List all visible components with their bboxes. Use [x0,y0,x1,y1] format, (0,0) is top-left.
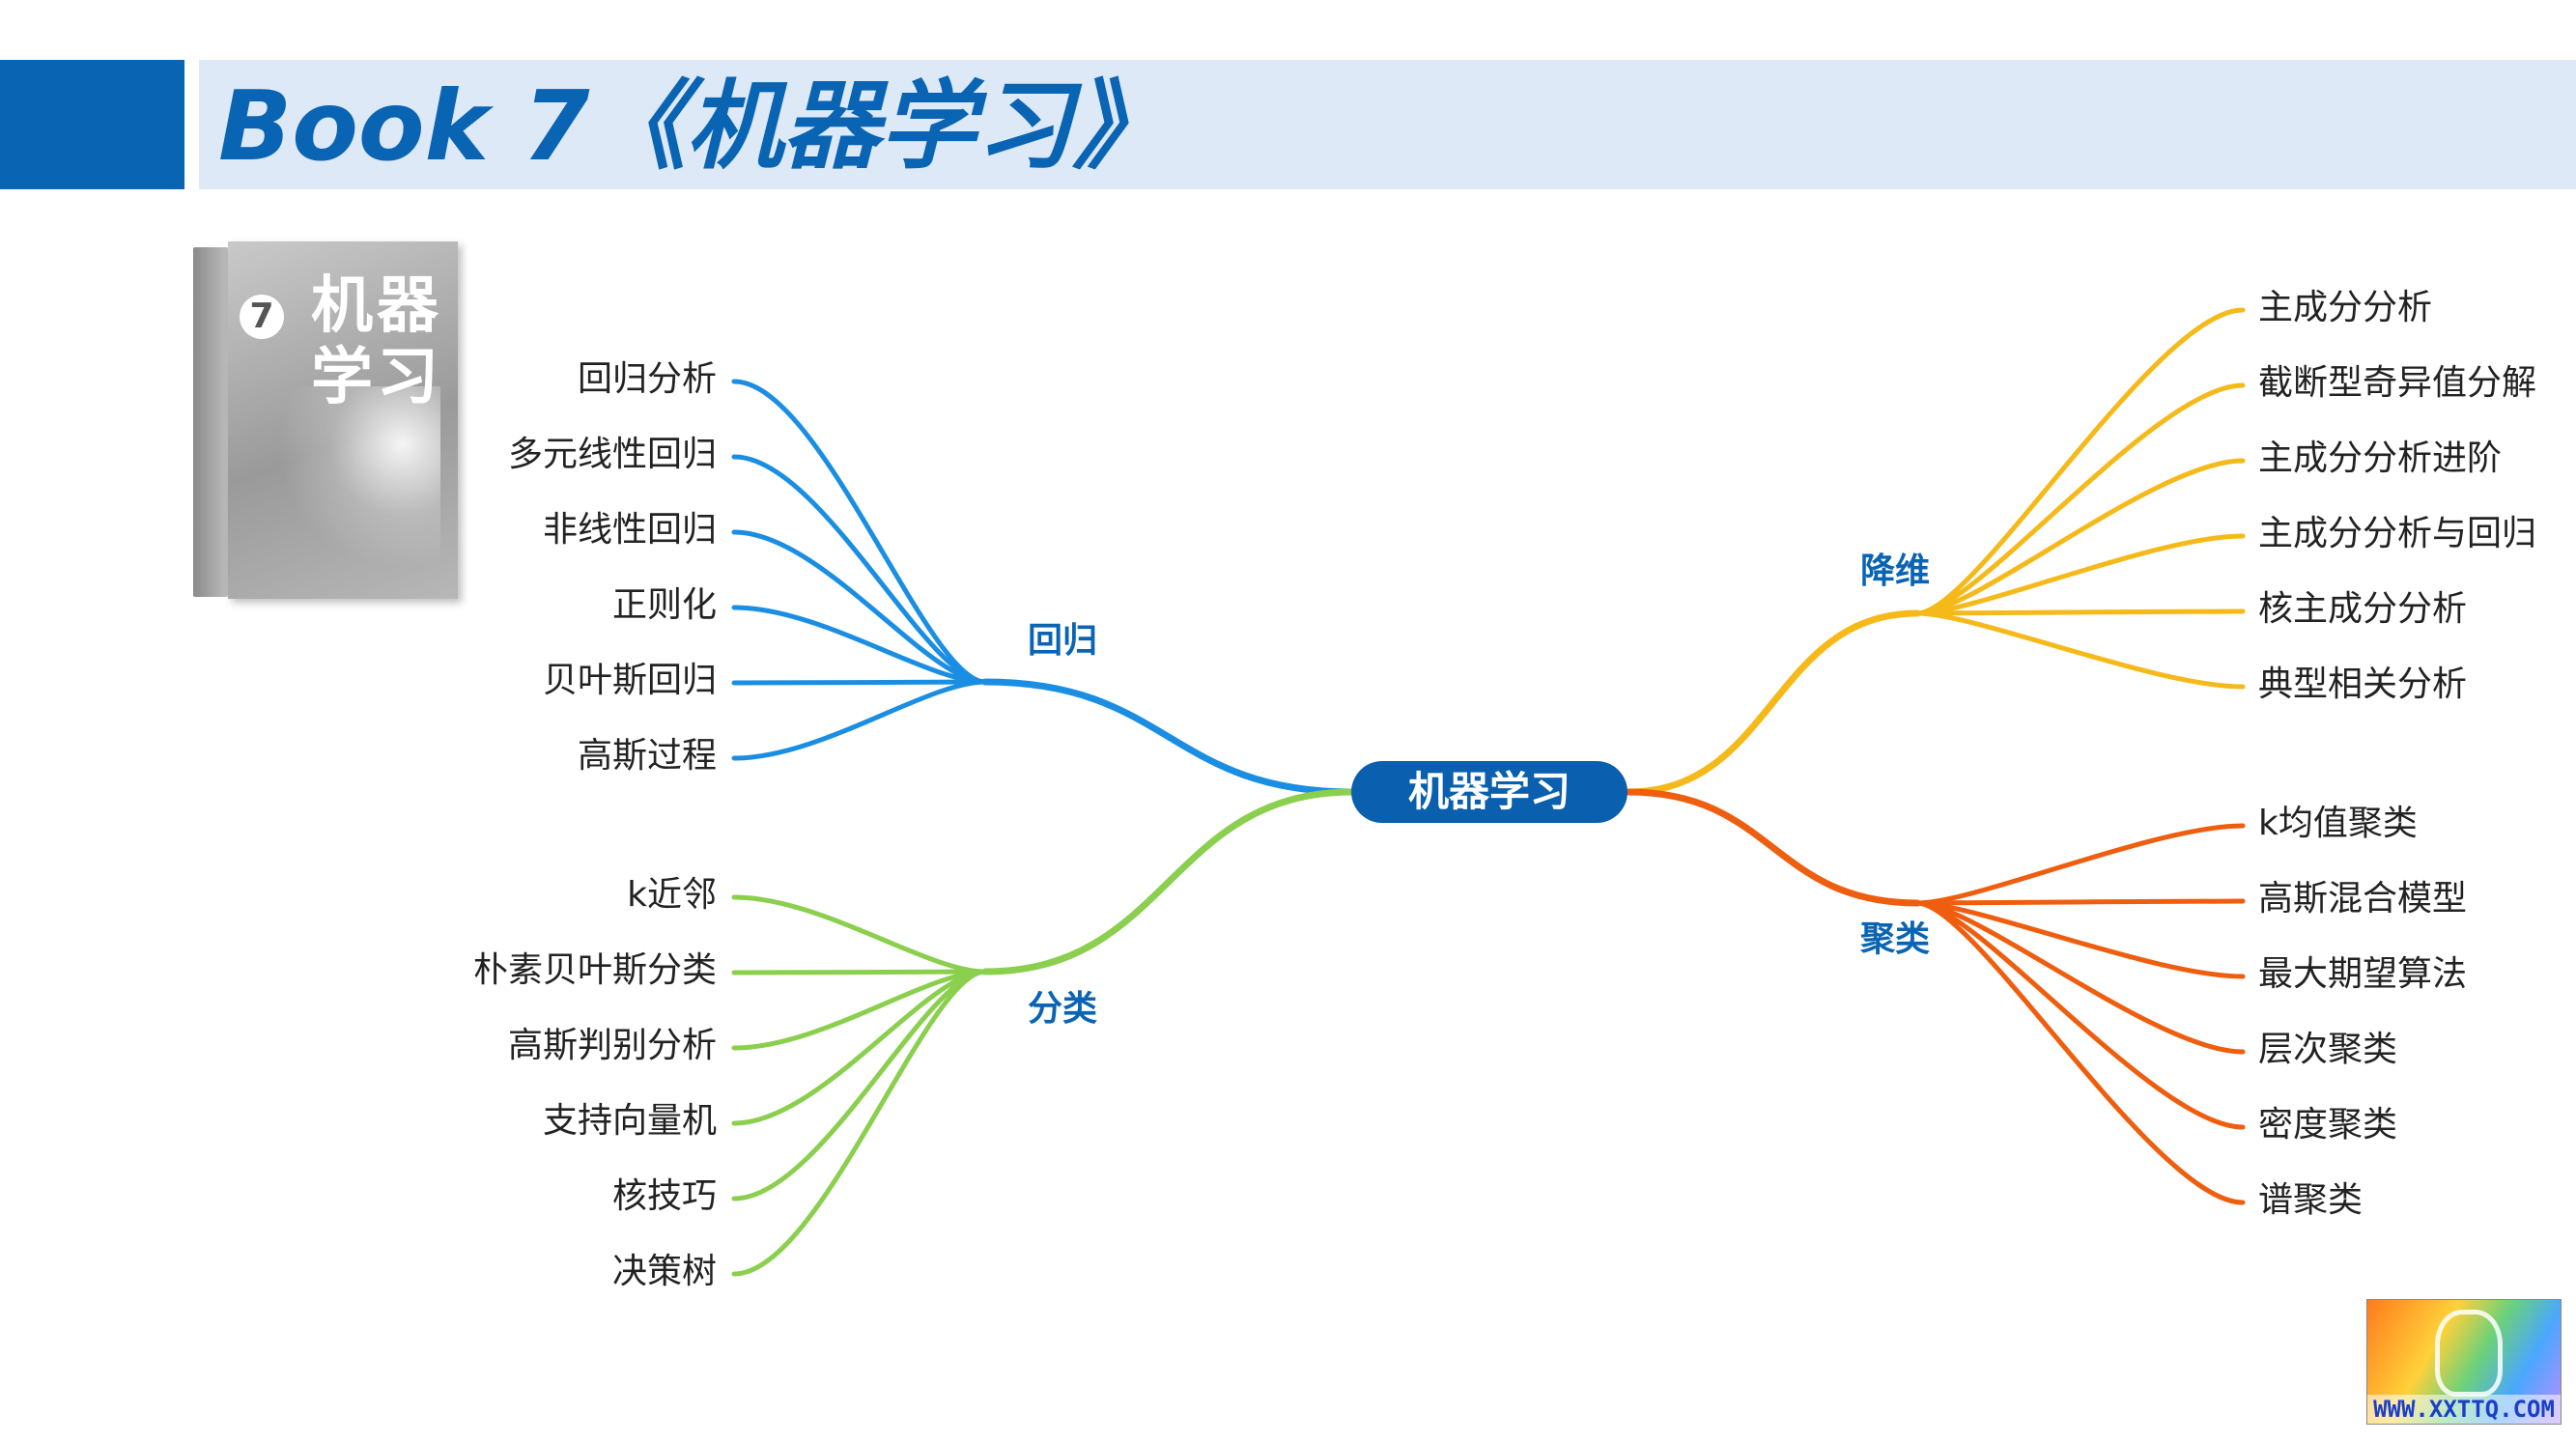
connector-classification-leaf [731,969,988,975]
leaf-classification-item[interactable]: 决策树 [611,1252,717,1291]
connector-dimension_reduction-leaf [1914,533,2246,616]
leaf-dimension_reduction-item[interactable]: 截断型奇异值分解 [2258,363,2537,403]
connector-regression-leaf [731,454,988,685]
mindmap-center-node[interactable]: 机器学习 [1351,761,1628,823]
leaf-regression-item[interactable]: 多元线性回归 [507,435,717,474]
connector-dimension_reduction-leaf [1914,610,2246,690]
connector-regression-leaf [731,679,988,686]
leaf-dimension_reduction-item[interactable]: 主成分分析 [2258,288,2433,327]
leaf-clustering-item[interactable]: 层次聚类 [2258,1030,2398,1069]
leaf-regression-item[interactable]: 回归分析 [577,359,717,399]
leaf-dimension_reduction-item[interactable]: 主成分分析进阶 [2258,438,2503,478]
book-cover-image: 7 机器学习 [193,241,459,599]
leaf-clustering-item[interactable]: 最大期望算法 [2258,954,2468,994]
logo-text: WWW.XXTTQ.COM [2367,1395,2561,1424]
leaf-classification-item[interactable]: k近邻 [627,875,717,915]
book-spine [193,247,228,597]
leaf-regression-item[interactable]: 高斯过程 [577,736,717,776]
iris-flower-icon [2435,1310,2503,1397]
connector-clustering-leaf [1914,900,2246,1205]
connector-dimension_reduction-leaf [1914,608,2246,616]
connector-classification-leaf [731,969,988,1126]
connector-clustering-trunk [1625,788,1921,907]
leaf-regression-item[interactable]: 贝叶斯回归 [542,661,717,700]
connector-dimension_reduction-leaf [1914,458,2246,616]
connector-regression-leaf [731,605,988,685]
connector-dimension_reduction-trunk [1625,609,1921,796]
connector-regression-trunk [981,678,1356,796]
connector-classification-leaf [731,969,988,1051]
connector-clustering-leaf [1914,823,2246,906]
site-logo: WWW.XXTTQ.COM [2366,1299,2562,1425]
connector-clustering-leaf [1914,898,2246,906]
page-title: Book 7《机器学习》 [218,70,1170,183]
connector-regression-leaf [731,679,988,761]
leaf-classification-item[interactable]: 核技巧 [611,1176,717,1216]
leaf-regression-item[interactable]: 正则化 [611,585,717,625]
connector-classification-trunk [981,788,1356,975]
connector-classification-leaf [731,969,988,1277]
leaf-dimension_reduction-item[interactable]: 典型相关分析 [2258,664,2468,704]
connector-classification-leaf [731,894,988,975]
leaf-classification-item[interactable]: 朴素贝叶斯分类 [472,950,717,990]
connector-clustering-leaf [1914,900,2246,1055]
header-band [199,60,2576,189]
branch-label-regression[interactable]: 回归 [1027,621,1097,661]
leaf-classification-item[interactable]: 高斯判别分析 [507,1026,717,1065]
header-accent-block [0,60,184,189]
leaf-dimension_reduction-item[interactable]: 主成分分析与回归 [2258,514,2537,553]
book-number: 7 [240,295,284,339]
book-front: 7 机器学习 [228,241,458,599]
connector-regression-leaf [731,529,988,685]
connector-dimension_reduction-leaf [1914,307,2246,616]
leaf-classification-item[interactable]: 支持向量机 [542,1101,717,1141]
branch-label-clustering[interactable]: 聚类 [1859,919,1930,959]
branch-label-classification[interactable]: 分类 [1027,989,1097,1029]
leaf-clustering-item[interactable]: k均值聚类 [2258,804,2418,843]
connector-dimension_reduction-leaf [1914,382,2246,616]
leaf-dimension_reduction-item[interactable]: 核主成分分析 [2258,589,2468,629]
connector-clustering-leaf [1914,900,2246,979]
branch-label-dimension_reduction[interactable]: 降维 [1859,551,1930,591]
leaf-clustering-item[interactable]: 高斯混合模型 [2258,879,2468,919]
book-cover-title: 机器学习 [311,270,442,413]
connector-classification-leaf [731,969,988,1202]
leaf-clustering-item[interactable]: 谱聚类 [2258,1180,2364,1220]
connector-clustering-leaf [1914,900,2246,1130]
leaf-regression-item[interactable]: 非线性回归 [542,510,717,550]
connector-regression-leaf [731,379,988,685]
book-fan-graphic [247,386,440,580]
leaf-clustering-item[interactable]: 密度聚类 [2258,1105,2398,1145]
